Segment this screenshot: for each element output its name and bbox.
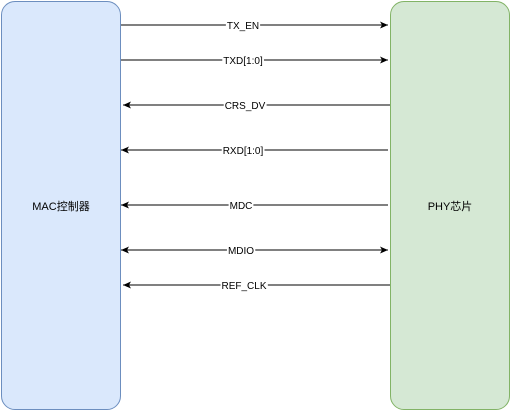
signal-mdc-arrowhead <box>121 201 129 209</box>
signal-mdio-arrowhead-left <box>121 246 129 254</box>
signal-rxd: RXD[1:0] <box>121 146 388 157</box>
signal-crs-dv: CRS_DV <box>123 101 390 112</box>
signal-label-background <box>225 21 261 32</box>
signal-label-background <box>228 201 254 212</box>
signal-tx-en-arrowhead <box>380 21 388 29</box>
signal-mdc-label: MDC <box>230 201 253 212</box>
signal-ref-clk: REF_CLK <box>123 281 390 292</box>
signal-rxd-label: RXD[1:0] <box>223 146 264 157</box>
phy-chip-label: PHY芯片 <box>427 200 473 213</box>
arrowheads <box>121 21 388 289</box>
phy-chip-block: PHY芯片 <box>390 1 510 410</box>
mac-controller-label: MAC控制器 <box>32 200 90 213</box>
signal-mdc: MDC <box>121 201 388 212</box>
signal-crs-dv-label: CRS_DV <box>225 101 266 112</box>
signal-mdio-arrowhead-right <box>380 246 388 254</box>
signal-ref-clk-arrowhead <box>123 281 131 289</box>
signal-txd-label: TXD[1:0] <box>223 56 263 67</box>
signal-label-background <box>226 246 256 257</box>
signal-label-background <box>221 146 265 157</box>
signal-tx-en-label: TX_EN <box>227 21 259 32</box>
signal-label-background <box>220 281 268 292</box>
signal-label-background <box>223 101 267 112</box>
signal-txd-arrowhead <box>380 56 388 64</box>
mac-controller-block: MAC控制器 <box>1 1 121 410</box>
signal-rxd-arrowhead <box>121 146 129 154</box>
signal-ref-clk-label: REF_CLK <box>221 281 266 292</box>
signal-mdio: MDIO <box>121 246 388 257</box>
signal-tx-en: TX_EN <box>121 21 388 32</box>
signal-crs-dv-arrowhead <box>123 101 131 109</box>
signal-mdio-label: MDIO <box>228 246 254 257</box>
signal-label-background <box>222 56 264 67</box>
signal-txd: TXD[1:0] <box>121 56 388 67</box>
